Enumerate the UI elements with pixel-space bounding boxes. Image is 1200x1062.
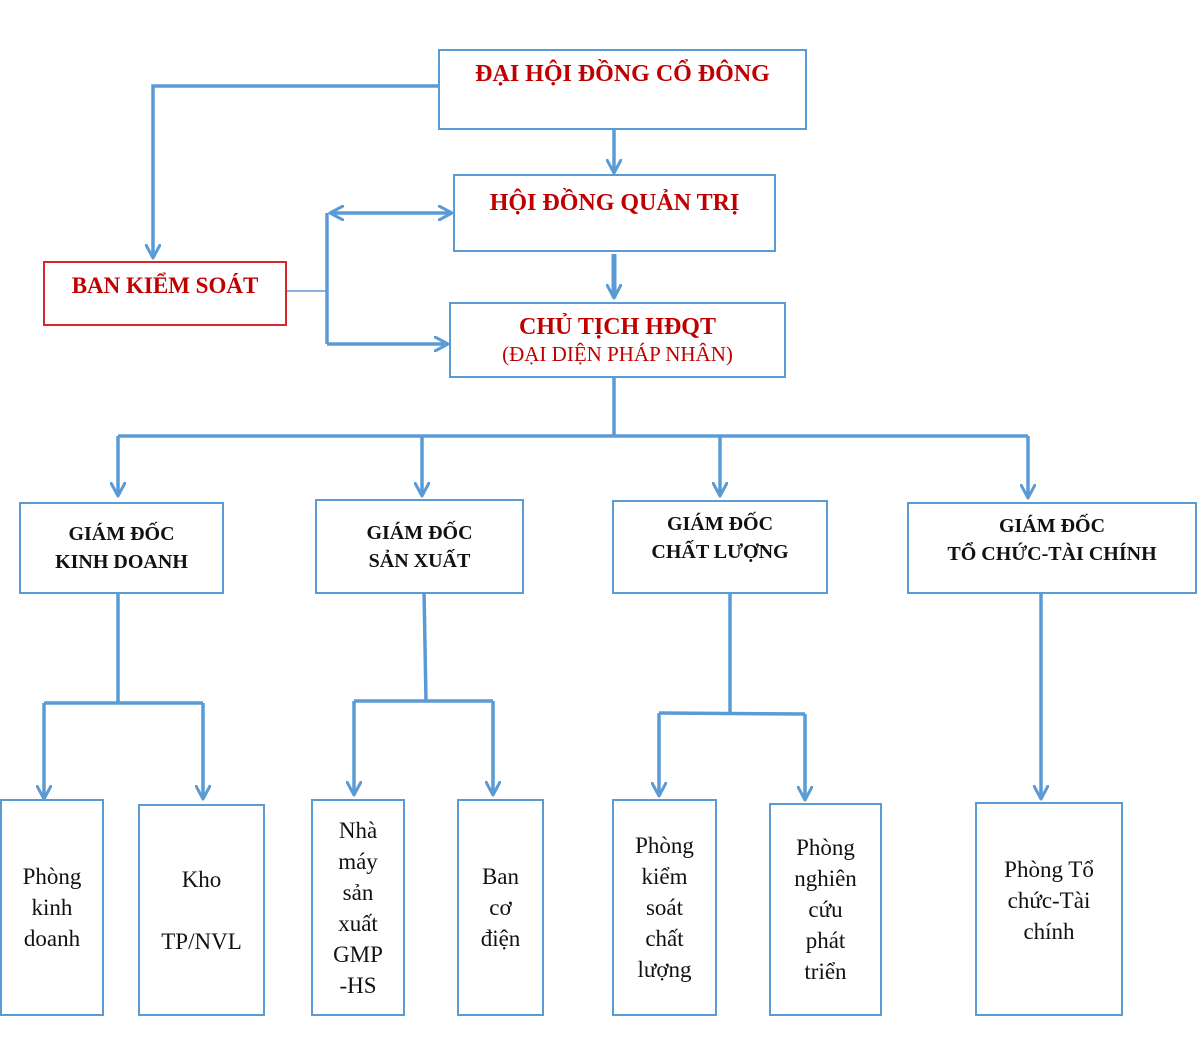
- connector-production-down: [422, 589, 428, 702]
- supervisory-label: BAN KIỂM SOÁT: [71, 273, 259, 298]
- chairman-box: CHỦ TỊCH HĐQT (ĐẠI DIỆN PHÁP NHÂN): [449, 302, 786, 378]
- director-sales-line2: KINH DOANH: [55, 551, 188, 573]
- chairman-label: CHỦ TỊCH HĐQT: [519, 314, 716, 340]
- dept-finance-label: Phòng Tổ chức-Tài chính: [1004, 857, 1094, 944]
- director-production-line2: SẢN XUẤT: [368, 549, 471, 572]
- dept-mechanical-box: Ban cơ điện: [457, 799, 544, 1016]
- shareholders-box: ĐẠI HỘI ĐỒNG CỔ ĐÔNG: [438, 49, 807, 130]
- dept-rnd-label: Phòng nghiên cứu phát triển: [794, 835, 857, 984]
- dept-qc-label: Phòng kiểm soát chất lượng: [635, 833, 694, 982]
- shareholders-label: ĐẠI HỘI ĐỒNG CỔ ĐÔNG: [475, 61, 770, 87]
- board-box: HỘI ĐỒNG QUẢN TRỊ: [453, 174, 776, 252]
- dept-warehouse-label: Kho TP/NVL: [161, 866, 242, 954]
- director-sales-line1: GIÁM ĐỐC: [68, 523, 175, 545]
- dept-rnd-box: Phòng nghiên cứu phát triển: [769, 803, 882, 1016]
- director-quality-line1: GIÁM ĐỐC: [666, 513, 774, 535]
- dept-mechanical-label: Ban cơ điện: [480, 864, 521, 951]
- dept-sales-label: Phòng kinh doanh: [22, 864, 82, 951]
- dept-factory-box: Nhà máy sản xuất GMP -HS: [311, 799, 405, 1016]
- connector-quality-bus: [658, 711, 806, 716]
- director-finance-line1: GIÁM ĐỐC: [998, 515, 1106, 537]
- director-finance-box: GIÁM ĐỐC TỔ CHỨC-TÀI CHÍNH: [907, 502, 1197, 594]
- supervisory-box: BAN KIỂM SOÁT: [43, 261, 287, 326]
- director-quality-line2: CHẤT LƯỢNG: [651, 541, 789, 563]
- dept-qc-box: Phòng kiểm soát chất lượng: [612, 799, 717, 1016]
- dept-finance-box: Phòng Tổ chức-Tài chính: [975, 802, 1123, 1016]
- director-finance-line2: TỔ CHỨC-TÀI CHÍNH: [947, 543, 1157, 565]
- dept-warehouse-box: Kho TP/NVL: [138, 804, 265, 1016]
- board-label: HỘI ĐỒNG QUẢN TRỊ: [489, 190, 740, 216]
- director-production-line1: GIÁM ĐỐC: [366, 521, 473, 544]
- director-production-box: GIÁM ĐỐC SẢN XUẤT: [315, 499, 524, 594]
- dept-sales-box: Phòng kinh doanh: [0, 799, 104, 1016]
- chairman-subtitle: (ĐẠI DIỆN PHÁP NHÂN): [502, 342, 733, 366]
- director-quality-box: GIÁM ĐỐC CHẤT LƯỢNG: [612, 500, 828, 594]
- connector-shareholders-supervisory: [153, 84, 440, 258]
- director-sales-box: GIÁM ĐỐC KINH DOANH: [19, 502, 224, 594]
- dept-factory-label: Nhà máy sản xuất GMP -HS: [333, 817, 383, 998]
